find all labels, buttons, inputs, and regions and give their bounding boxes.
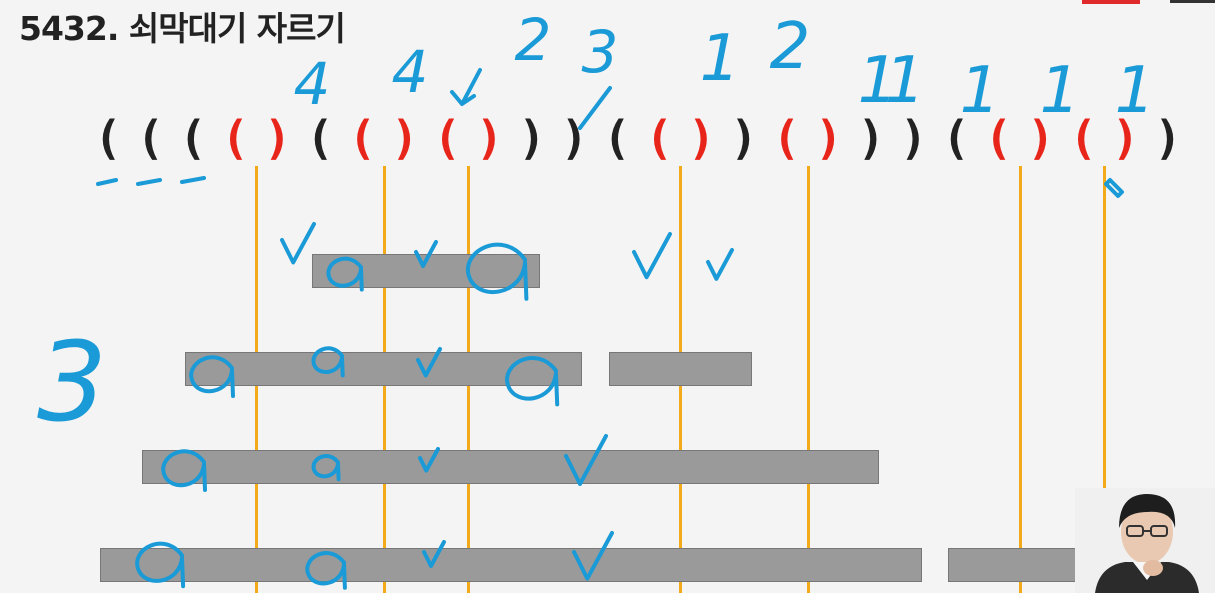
bar-paren: ( <box>306 111 334 165</box>
bar-paren: ) <box>899 111 928 165</box>
laser-cut-line <box>1103 166 1107 593</box>
bar-paren: ( <box>136 111 165 165</box>
bar-paren: ) <box>518 111 546 165</box>
handwritten-count: 2 <box>515 6 552 74</box>
circle-mark <box>161 449 207 492</box>
laser-cut-line <box>806 166 810 593</box>
check-mark <box>416 347 442 378</box>
check-mark <box>572 531 614 581</box>
handwritten-count: 3 <box>582 18 619 86</box>
check-mark <box>706 248 734 281</box>
handwritten-count: 2 <box>770 10 811 84</box>
handwritten-count: 1 <box>885 44 926 118</box>
laser-cut-line <box>1018 166 1022 593</box>
handwritten-count: 4 <box>294 50 331 118</box>
check-mark <box>564 434 608 486</box>
bar-paren: ) <box>730 111 758 165</box>
iron-bar <box>184 352 583 386</box>
laser-paren: ( <box>772 111 801 165</box>
circle-mark <box>189 355 235 398</box>
handwritten-marks <box>96 68 1124 590</box>
laser-paren: ( <box>1069 111 1098 165</box>
bar-paren: ( <box>602 111 631 165</box>
presenter-video-thumbnail <box>1075 488 1215 593</box>
circle-mark <box>311 454 341 482</box>
laser-paren: ) <box>263 111 292 165</box>
circle-mark <box>505 356 560 407</box>
top-edge-bar <box>1170 0 1215 3</box>
laser-paren: ( <box>348 111 377 165</box>
circle-mark <box>135 541 186 589</box>
check-mark <box>280 222 316 265</box>
laser-paren: ( <box>984 111 1013 165</box>
check-mark <box>422 540 446 568</box>
page-title: 5432. 쇠막대기 자르기 <box>19 9 346 48</box>
underline-mark <box>180 176 206 184</box>
check-mark <box>632 232 672 280</box>
check-mark <box>418 447 440 473</box>
record-indicator <box>1082 0 1140 4</box>
bar-paren: ) <box>1154 111 1182 165</box>
handwritten-count: 1 <box>960 54 1001 128</box>
iron-bar <box>142 450 880 484</box>
circle-mark <box>311 346 345 378</box>
handwritten-count: 1 <box>700 22 741 96</box>
circle-mark <box>465 242 529 301</box>
pen-cursor-icon <box>1104 178 1124 198</box>
laser-paren: ( <box>221 111 250 165</box>
bar-paren: ( <box>942 111 970 165</box>
handwritten-side-count: 3 <box>37 318 107 446</box>
laser-paren: ) <box>1111 111 1140 165</box>
laser-paren: ) <box>814 111 843 165</box>
laser-paren: ) <box>390 111 419 165</box>
handwritten-count: 4 <box>392 38 429 106</box>
underline-mark <box>136 178 162 186</box>
laser-paren: ( <box>433 111 462 165</box>
laser-paren: ) <box>1026 111 1055 165</box>
bar-paren: ) <box>857 111 886 165</box>
circle-mark <box>305 551 347 590</box>
laser-paren: ) <box>687 111 716 165</box>
underline-mark <box>96 178 118 186</box>
handwritten-count: 1 <box>858 44 899 118</box>
bar-paren: ( <box>178 111 207 165</box>
laser-paren: ( <box>645 111 674 165</box>
laser-paren: ) <box>475 111 504 165</box>
iron-bar <box>608 352 752 386</box>
circle-mark <box>326 256 364 292</box>
handwritten-count: 1 <box>1040 54 1081 128</box>
bar-paren: ( <box>94 111 122 165</box>
check-mark <box>414 240 438 268</box>
iron-bar <box>100 548 922 582</box>
stroke-mark <box>578 86 612 130</box>
arrow-mark <box>450 68 482 106</box>
handwritten-count: 1 <box>1115 54 1156 128</box>
